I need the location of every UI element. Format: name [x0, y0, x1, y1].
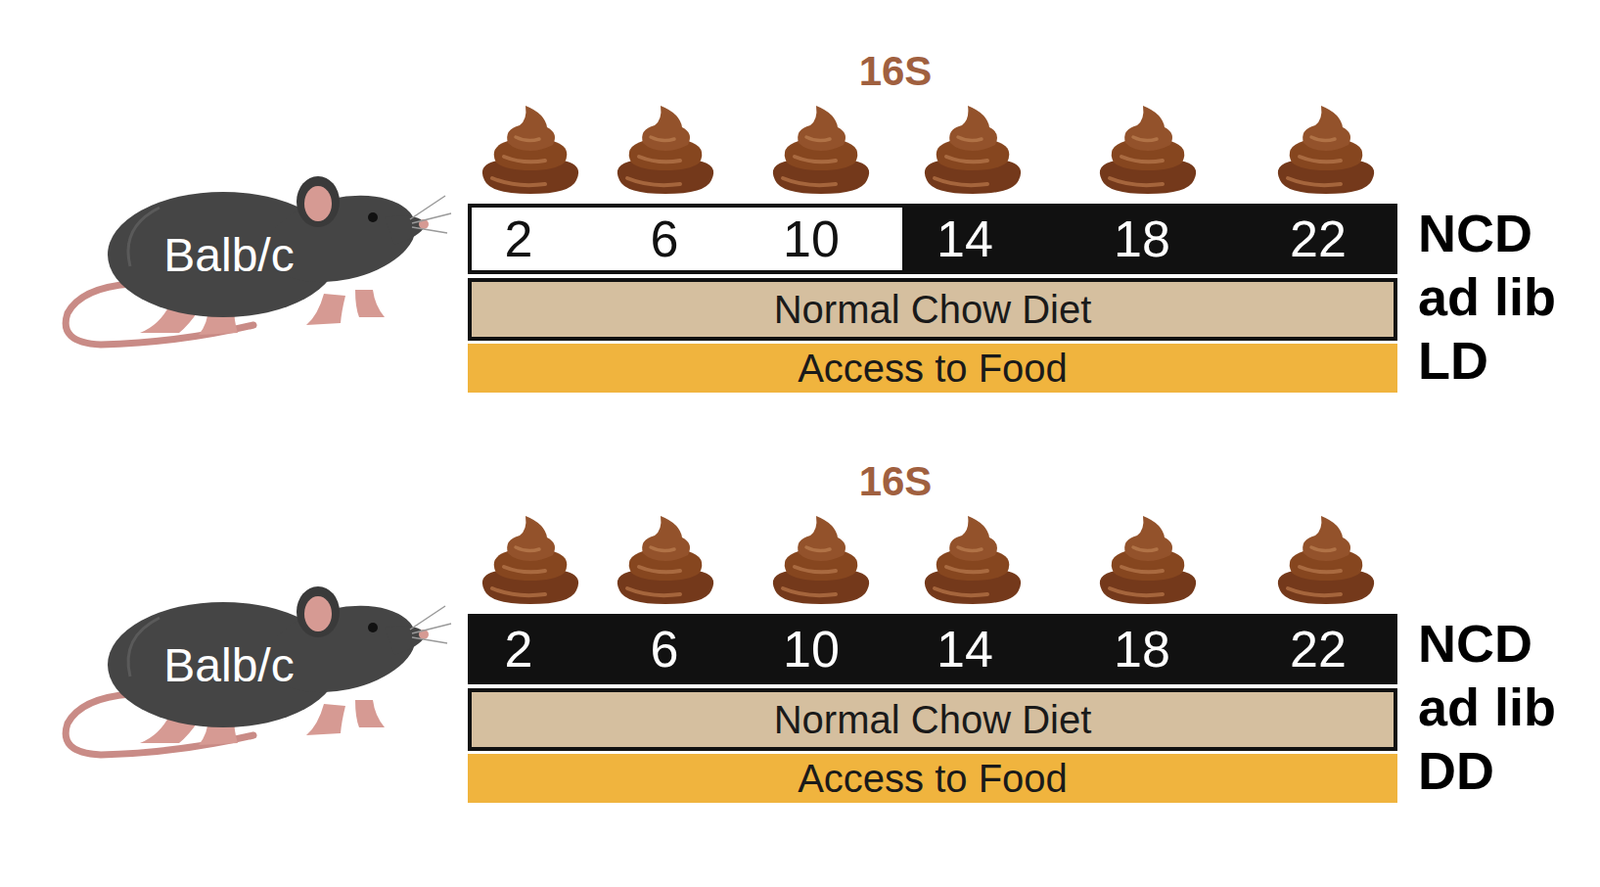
time-point: 2: [504, 619, 534, 679]
diet-text: Normal Chow Diet: [774, 697, 1093, 742]
mouse-strain: Balb/c: [61, 578, 424, 765]
time-point: 14: [936, 209, 994, 269]
feeding-label: ad lib: [1417, 266, 1556, 327]
time-point: 18: [1113, 209, 1171, 269]
food-access-text: Access to Food: [797, 346, 1068, 391]
diet-box: Normal Chow Diet: [467, 687, 1398, 751]
time-point: 6: [650, 209, 680, 269]
light-label: DD: [1417, 739, 1495, 801]
mouse-strain: Balb/c: [61, 168, 424, 355]
diet-text: Normal Chow Diet: [774, 287, 1093, 332]
time-bar: 2 6 10 14 18 22: [467, 613, 1398, 685]
time-bar: 2 6 10 14 18 22: [467, 203, 1398, 275]
sequencing-label: 16S: [859, 457, 933, 505]
diet-label: NCD: [1417, 202, 1533, 264]
time-point: 10: [782, 209, 840, 269]
diet-box: Normal Chow Diet: [467, 277, 1398, 341]
time-point: 18: [1113, 619, 1171, 679]
strain-name: Balb/c: [163, 228, 294, 282]
sequencing-label: 16S: [859, 47, 933, 95]
light-label: LD: [1417, 329, 1489, 391]
time-point: 10: [782, 619, 840, 679]
time-point: 6: [650, 619, 680, 679]
food-access-band: Access to Food: [467, 753, 1398, 803]
diet-label: NCD: [1417, 612, 1533, 674]
food-access-text: Access to Food: [797, 756, 1068, 801]
time-point: 22: [1289, 209, 1347, 269]
strain-name: Balb/c: [163, 638, 294, 692]
time-point: 22: [1289, 619, 1347, 679]
feeding-label: ad lib: [1417, 676, 1556, 737]
food-access-band: Access to Food: [467, 343, 1398, 393]
time-point: 14: [936, 619, 994, 679]
time-point: 2: [504, 209, 534, 269]
